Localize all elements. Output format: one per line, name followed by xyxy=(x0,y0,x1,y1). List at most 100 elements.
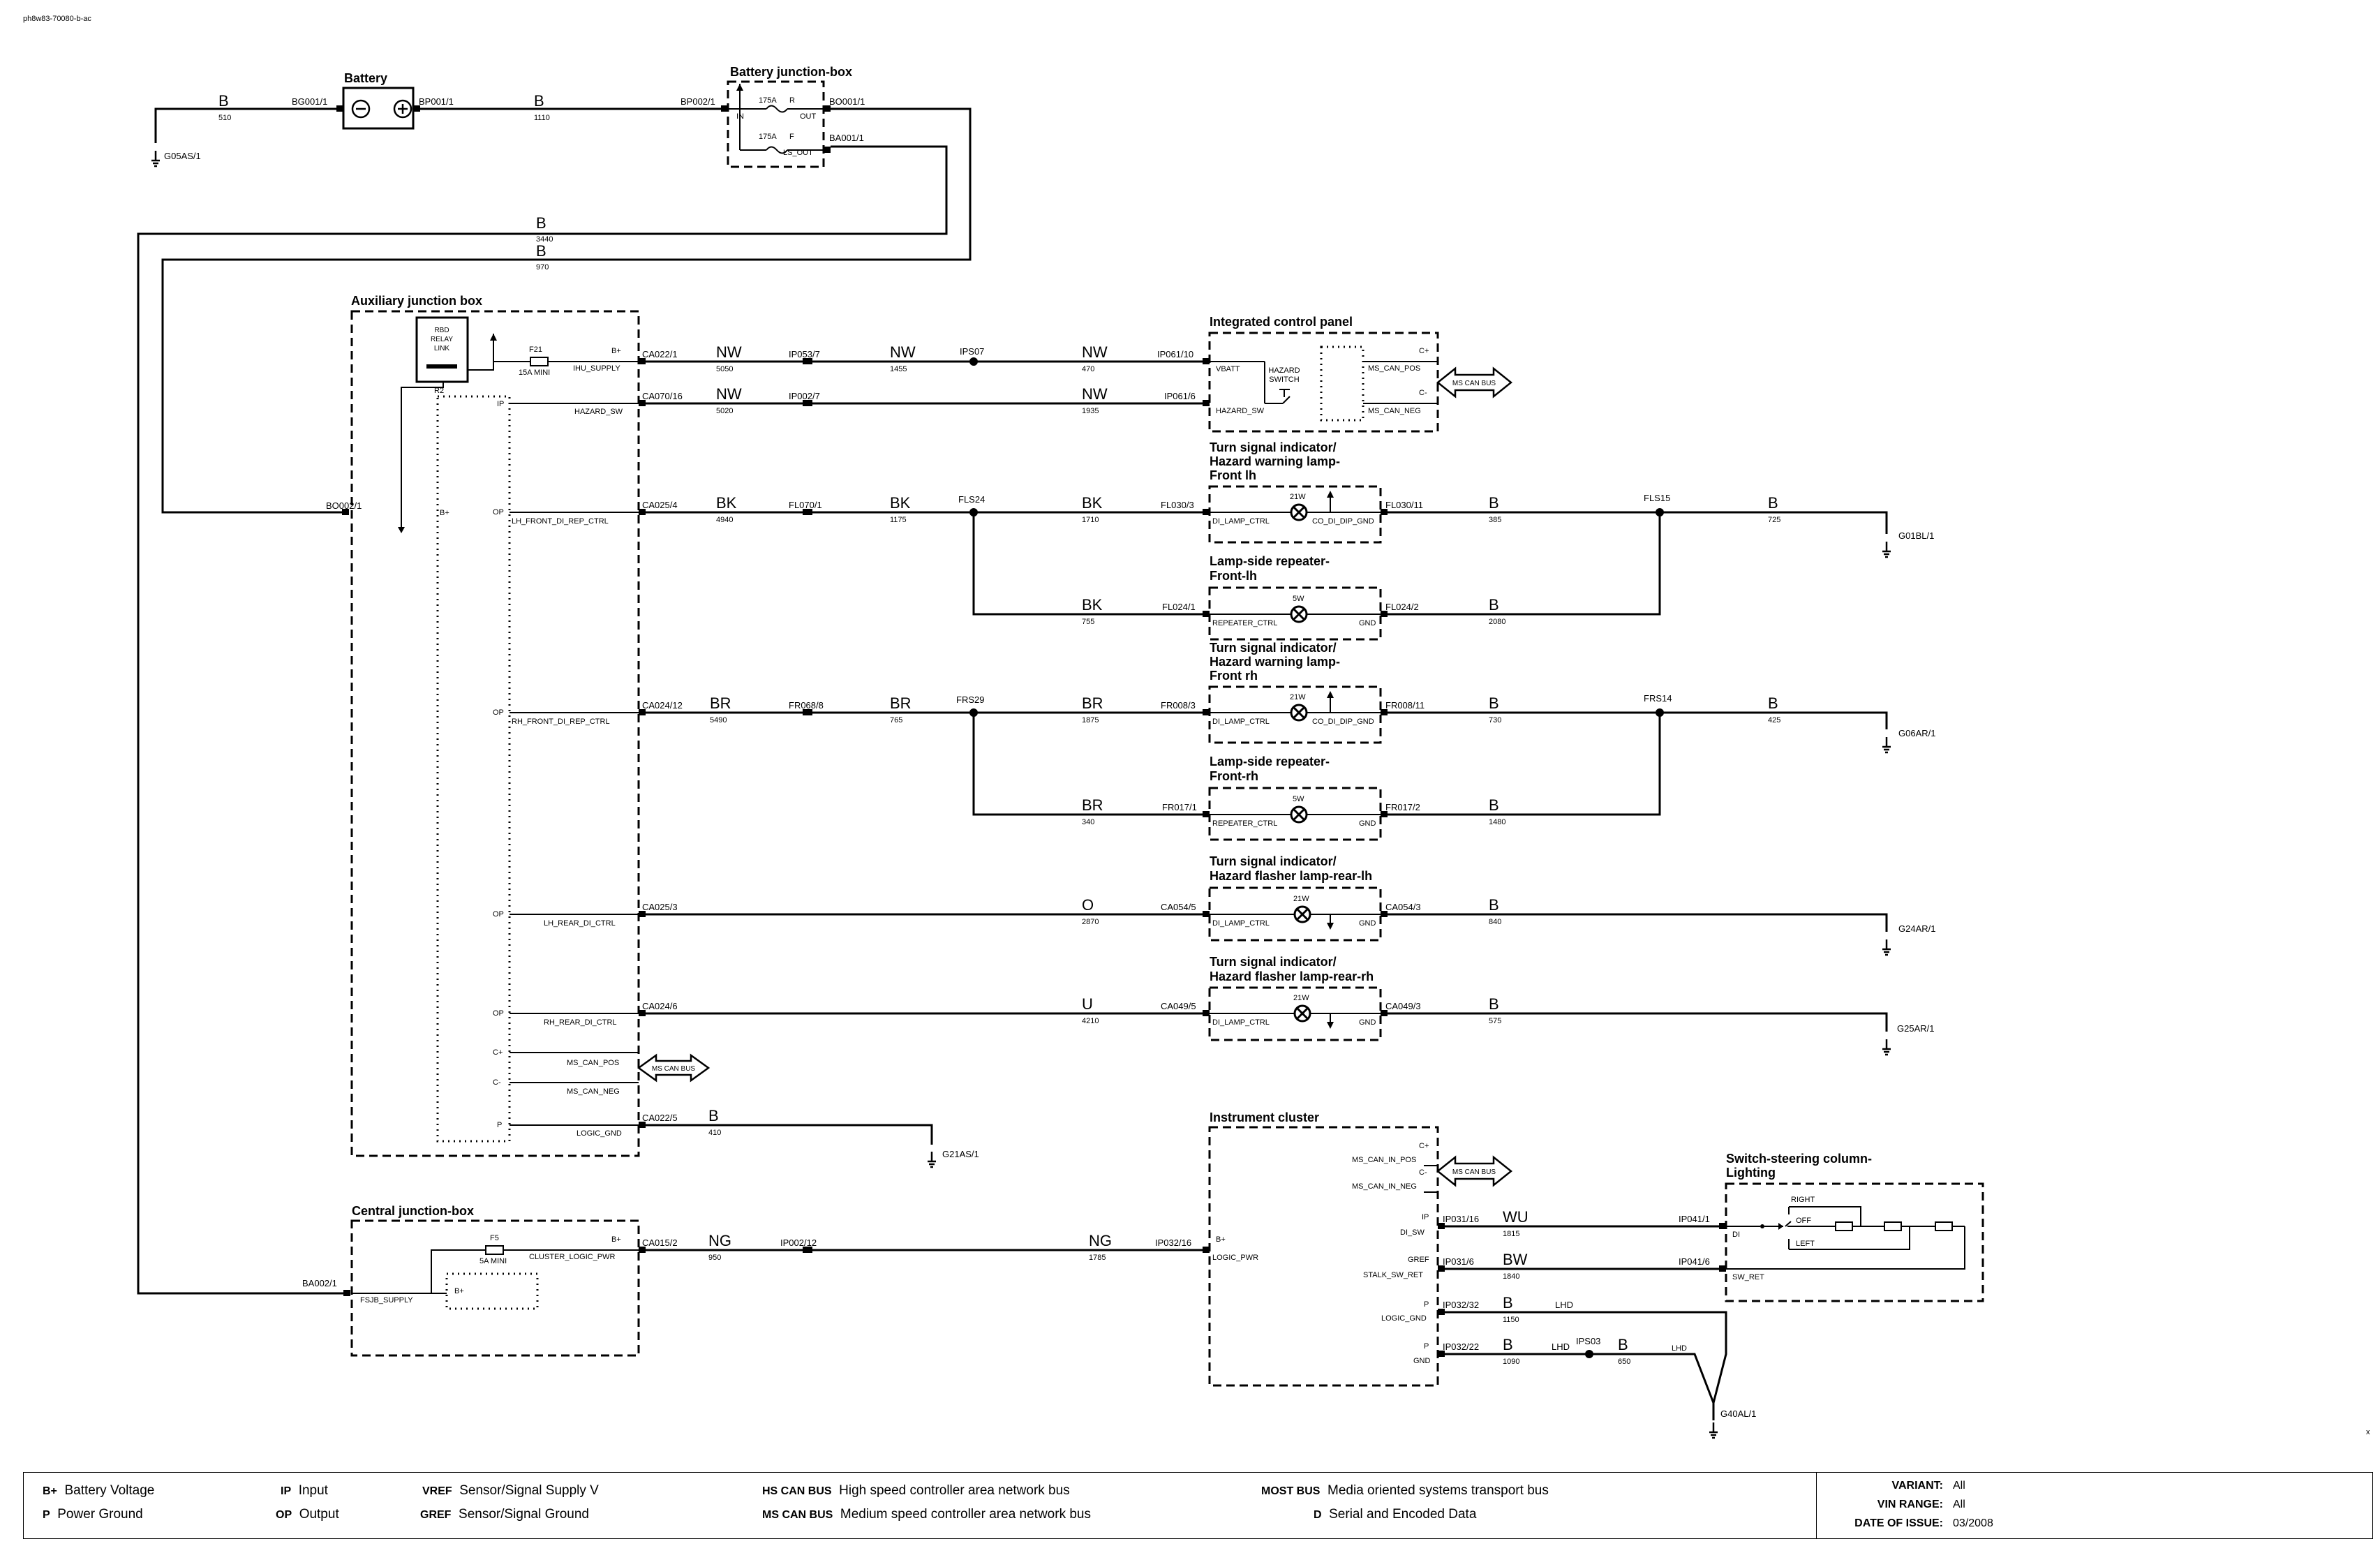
ground-label: G01BL/1 xyxy=(1898,530,1934,541)
pin-label: LS_OUT xyxy=(783,149,813,157)
pin-label: B+ xyxy=(611,347,621,355)
wire-color: BR xyxy=(890,694,912,712)
connector-label: BO002/1 xyxy=(326,500,362,511)
icp-title: Integrated control panel xyxy=(1210,315,1353,329)
fuse-id: F5 xyxy=(490,1234,499,1242)
pin-label: RH_REAR_DI_CTRL xyxy=(544,1018,617,1027)
battery-title: Battery xyxy=(344,71,387,85)
pin-label: DI_LAMP_CTRL xyxy=(1212,718,1270,726)
pin-label: MS_CAN_IN_NEG xyxy=(1352,1182,1417,1191)
pin-label: MS_CAN_NEG xyxy=(567,1087,620,1096)
wire-color: U xyxy=(1082,995,1093,1013)
pin-label: MS_CAN_IN_POS xyxy=(1352,1156,1416,1164)
fuse-rating: 175A xyxy=(759,133,777,141)
pin-label: GND xyxy=(1359,919,1376,928)
connector-label: FR017/1 xyxy=(1162,802,1197,812)
lamp-rating: 5W xyxy=(1293,795,1304,803)
wire-color: B xyxy=(708,1107,719,1124)
legend-item: MOST BUS Media oriented systems transpor… xyxy=(1261,1483,1549,1499)
pin-type: OP xyxy=(493,1009,504,1018)
splice-label: FRS29 xyxy=(956,694,984,705)
pin-label: B+ xyxy=(454,1287,464,1295)
aux-jbox-title: Auxiliary junction box xyxy=(351,294,482,308)
legend-code: GREF xyxy=(420,1509,452,1521)
legend-footer: B+ Battery Voltage P Power Ground IP Inp… xyxy=(23,1472,2373,1539)
legend-code: MS CAN BUS xyxy=(762,1509,833,1521)
connector-label: FR008/11 xyxy=(1385,700,1425,711)
legend-code: VREF xyxy=(422,1485,452,1497)
steering-switch: Switch-steering column- Lighting DI SW_R… xyxy=(1725,1152,1984,1302)
pin-label: LOGIC_GND xyxy=(577,1129,622,1138)
legend-code: OP xyxy=(276,1509,292,1521)
wire-color: B xyxy=(1489,995,1499,1013)
wire-number: 730 xyxy=(1489,716,1501,724)
pin-label: CO_DI_DIP_GND xyxy=(1312,517,1374,526)
wire-number: 1710 xyxy=(1082,516,1099,524)
battery-minus-icon xyxy=(351,99,371,119)
fuse-icon xyxy=(485,1245,504,1255)
wire-color: B xyxy=(1489,596,1499,614)
legend-text: Input xyxy=(298,1483,328,1498)
wire-number: 650 xyxy=(1618,1358,1630,1366)
component-title: Front-lh xyxy=(1210,569,1257,583)
legend-text: Power Ground xyxy=(57,1507,143,1522)
pin-label: DI_SW xyxy=(1400,1228,1425,1237)
pin-label: MS_CAN_POS xyxy=(567,1059,619,1067)
pin-type: C+ xyxy=(1419,1142,1429,1150)
legend-code: MOST BUS xyxy=(1261,1485,1321,1497)
legend-item: VREF Sensor/Signal Supply V xyxy=(422,1483,599,1499)
switch-position: OFF xyxy=(1796,1217,1811,1225)
wire-number: 1455 xyxy=(890,365,907,373)
wire-number: 1935 xyxy=(1082,407,1099,415)
wire-number: 385 xyxy=(1489,516,1501,524)
pin-type: C- xyxy=(1419,1168,1427,1177)
ground-label: G06AR/1 xyxy=(1898,728,1935,738)
connector-label: BP001/1 xyxy=(419,96,454,107)
ground-icon xyxy=(926,1150,937,1168)
vin-range-label: VIN RANGE: xyxy=(1877,1499,1943,1510)
wire-number: 1150 xyxy=(1503,1316,1519,1324)
instrument-cluster-boundary xyxy=(1208,1126,1439,1387)
legend-code: B+ xyxy=(43,1485,57,1497)
wire-number: 1175 xyxy=(890,516,907,524)
ground-icon xyxy=(1881,736,1892,754)
vin-range-value: All xyxy=(1953,1499,1965,1510)
relay-pin-label: R2 xyxy=(434,387,444,395)
splice-label: FLS15 xyxy=(1644,493,1670,503)
battery-plus-icon xyxy=(393,99,412,119)
connector-label: CA049/3 xyxy=(1385,1001,1421,1011)
connector-label: IP041/1 xyxy=(1679,1214,1710,1224)
pin-label: CO_DI_DIP_GND xyxy=(1312,718,1374,726)
pin-label: DI_LAMP_CTRL xyxy=(1212,919,1270,928)
wire-number: 3440 xyxy=(536,235,553,244)
wire-color: BW xyxy=(1503,1251,1528,1268)
splice-label: FLS24 xyxy=(958,494,985,505)
connector-label: FL070/1 xyxy=(789,500,822,510)
pin-label: REPEATER_CTRL xyxy=(1212,619,1277,627)
wire-color: B xyxy=(1618,1336,1628,1353)
wire-color: O xyxy=(1082,896,1094,914)
pin-label: LH_FRONT_DI_REP_CTRL xyxy=(512,517,609,526)
ground-icon xyxy=(1881,938,1892,956)
legend-code: P xyxy=(43,1509,50,1521)
wire-number: 340 xyxy=(1082,818,1094,826)
fuse-icon xyxy=(530,357,549,366)
fuse-icon xyxy=(766,105,788,113)
pin-label: IN xyxy=(736,112,744,121)
connector-label: BA002/1 xyxy=(302,1278,337,1288)
rear-lh-section: CA025/3 O 2870 CA054/5 Turn signal indic… xyxy=(639,854,1935,956)
legend-item: MS CAN BUS Medium speed controller area … xyxy=(762,1507,1091,1522)
central-jbox: Central junction-box BA002/1 FSJB_SUPPLY… xyxy=(302,1204,1210,1357)
fuse-rating: 175A xyxy=(759,96,777,105)
wire-color: NG xyxy=(1089,1232,1112,1249)
connector-label: FR017/2 xyxy=(1385,802,1420,812)
connector-label: IP002/12 xyxy=(780,1237,817,1248)
pin-type: P xyxy=(497,1121,502,1129)
wire-number: 1875 xyxy=(1082,716,1099,724)
pin-label: DI_LAMP_CTRL xyxy=(1212,517,1270,526)
wire-number: 510 xyxy=(218,114,231,122)
fuse-icon xyxy=(766,146,788,154)
wire-number: 755 xyxy=(1082,618,1094,626)
pin-label: MS_CAN_POS xyxy=(1368,364,1420,373)
wire-color: BR xyxy=(1082,796,1103,814)
